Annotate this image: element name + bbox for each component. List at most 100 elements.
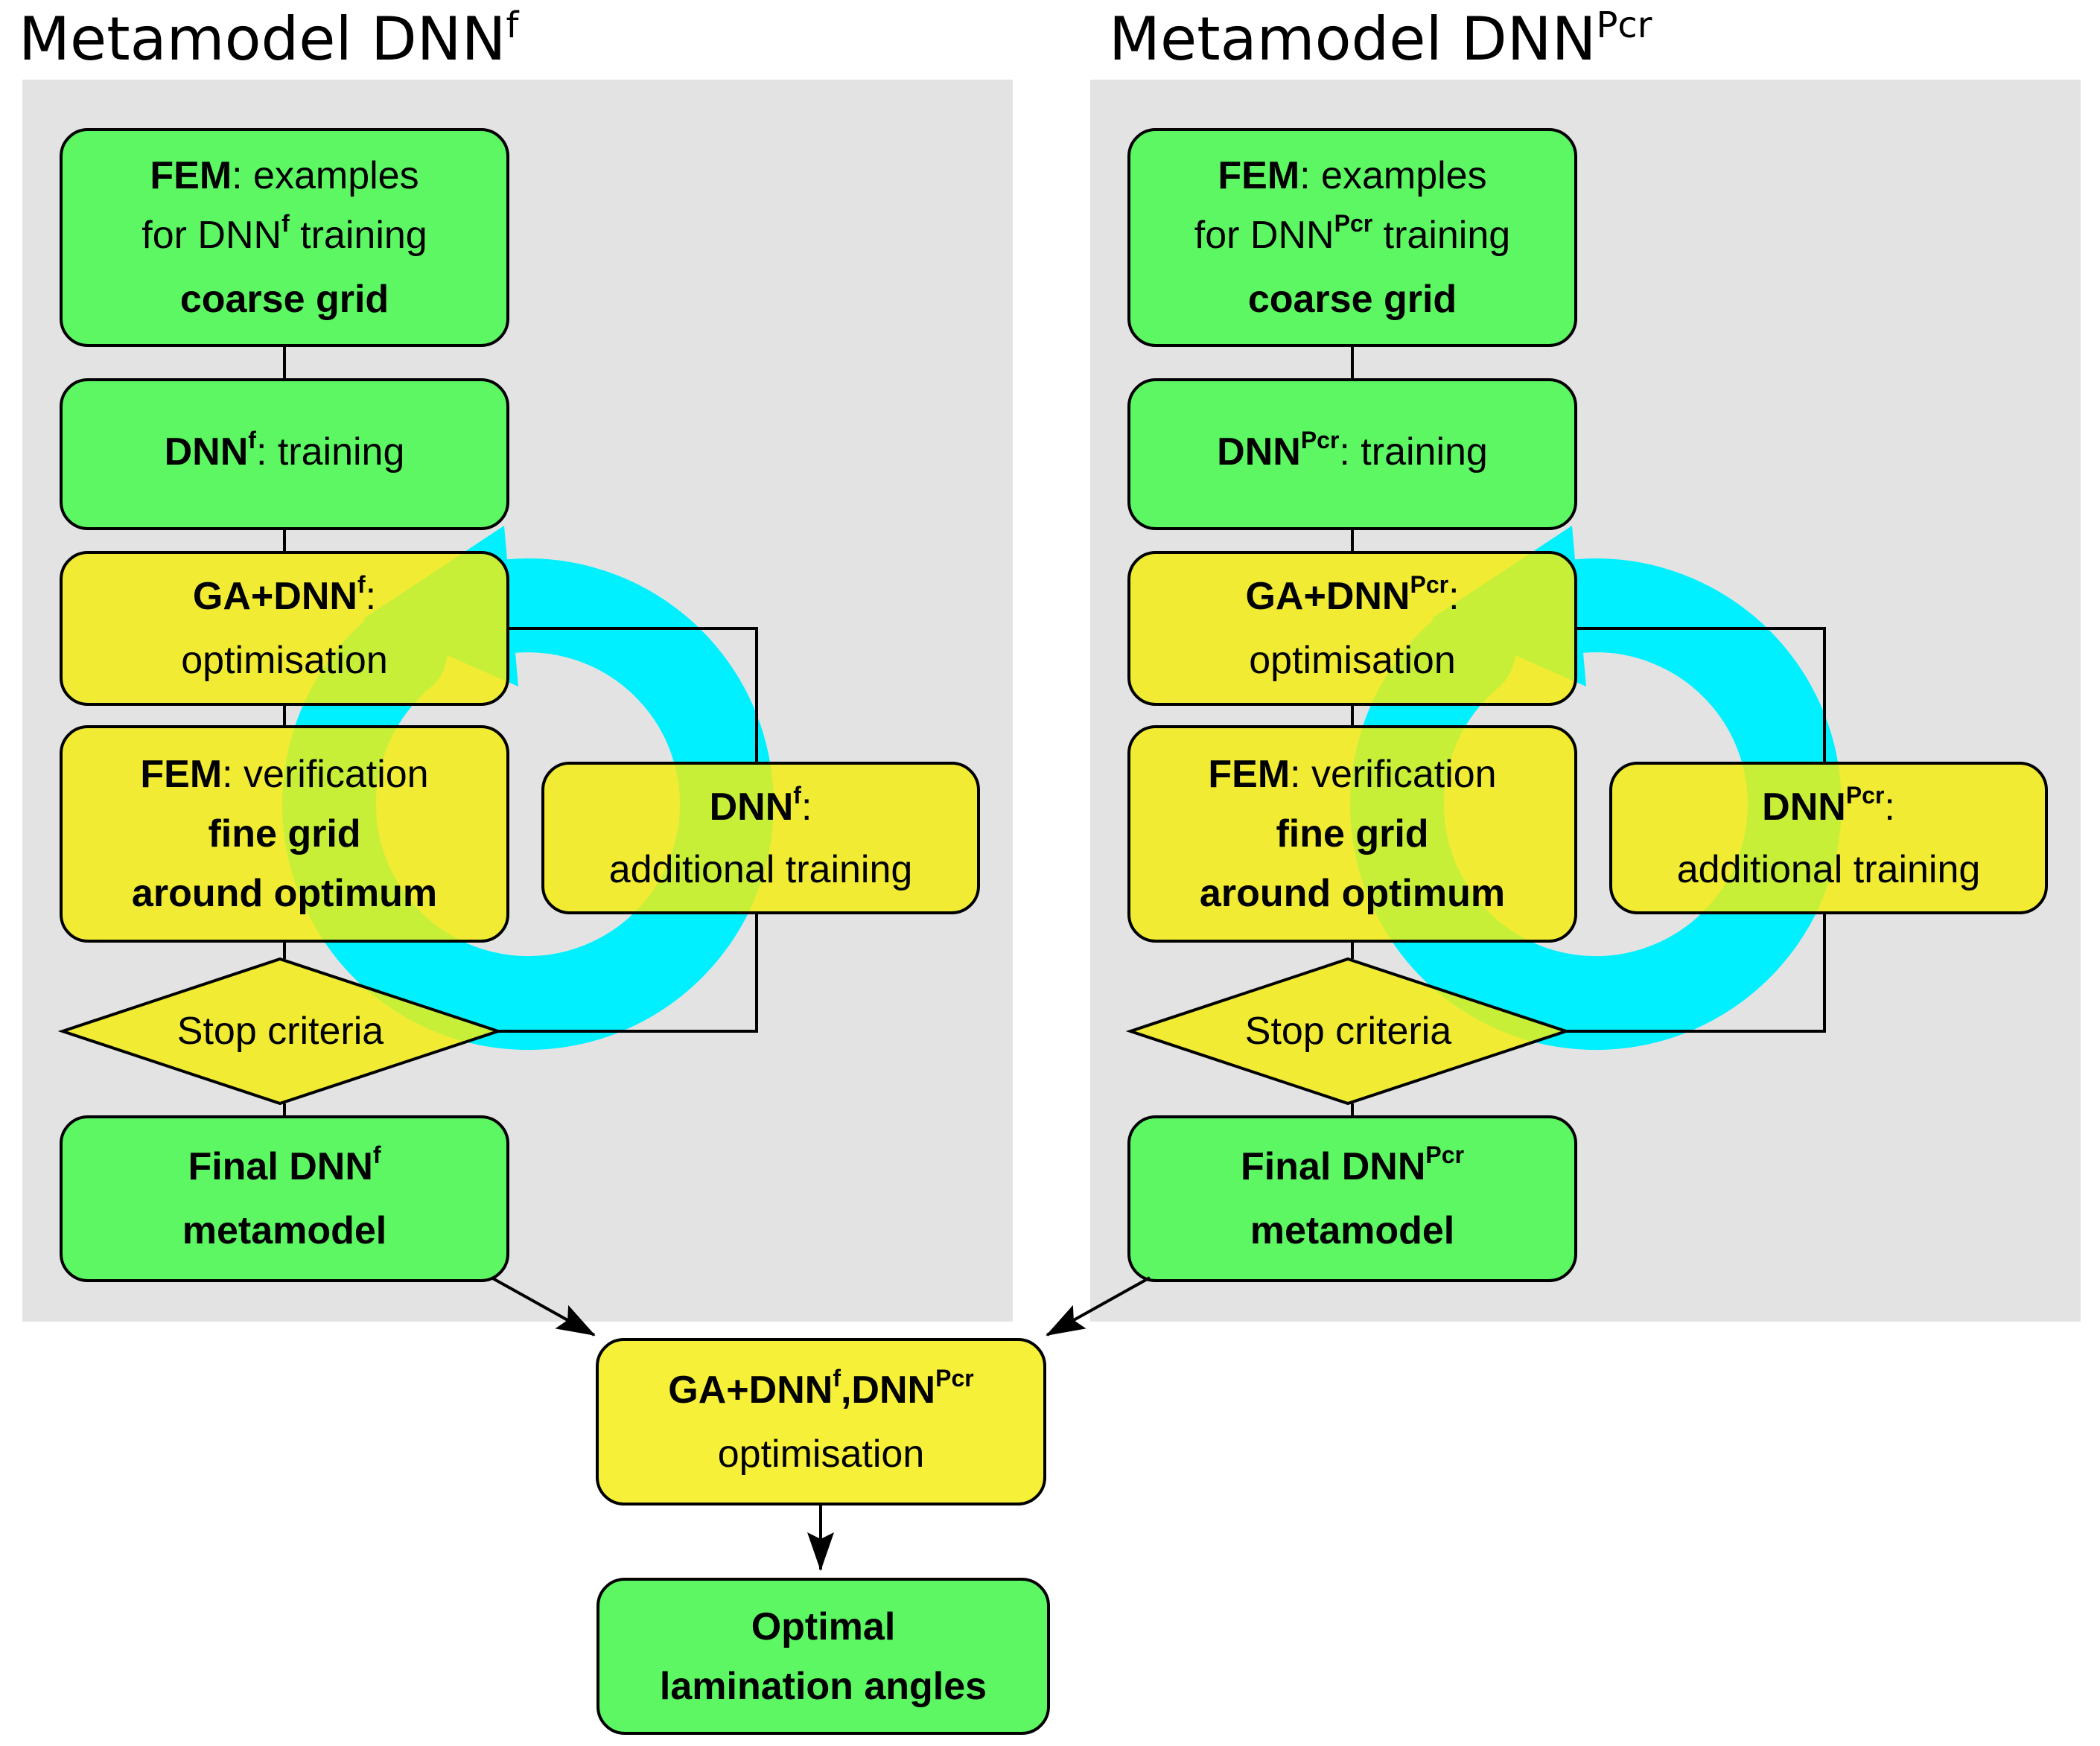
node-final-metamodel: Final DNNf metamodel — [60, 1115, 509, 1282]
text-segment: : — [801, 785, 812, 829]
node-line: Optimal — [751, 1597, 896, 1657]
text-segment: optimisation — [181, 639, 388, 682]
text-segment: Metamodel DNN — [19, 4, 506, 74]
arrow-right-final-to-opt — [1046, 1276, 1151, 1336]
text-segment: ,DNN — [840, 1368, 936, 1412]
superscript-text: Pcr — [935, 1364, 974, 1392]
text-segment: : training — [255, 430, 405, 474]
node-line: fine grid — [1276, 804, 1428, 864]
node-additional-training: DNNPcr: additional training — [1609, 762, 2048, 914]
node-fem-verification: FEM: verification fine grid around optim… — [1127, 725, 1577, 943]
node-line: FEM: examples — [150, 146, 419, 205]
node-line: optimisation — [181, 631, 387, 690]
node-line: Stop criteria — [177, 1009, 384, 1054]
node-line: optimisation — [718, 1424, 924, 1484]
text-segment: lamination angles — [659, 1664, 987, 1708]
node-line: DNNf: training — [165, 422, 405, 486]
text-segment: fine grid — [1276, 812, 1429, 856]
stop-criteria-diamond — [57, 957, 503, 1106]
panel-title-dnn-pcr: Metamodel DNNPcr — [1109, 4, 1652, 79]
superscript-text: Pcr — [1410, 571, 1449, 598]
node-line: Stop criteria — [1245, 1009, 1451, 1054]
node-stop-criteria: Stop criteria — [63, 959, 498, 1103]
connector-lines — [57, 347, 758, 1115]
text-segment: FEM — [1208, 753, 1291, 796]
node-stop-criteria: Stop criteria — [1130, 959, 1566, 1103]
node-line: additional training — [609, 841, 913, 899]
superscript-text: Pcr — [1845, 781, 1885, 809]
node-optimal-lamination-angles: Optimal lamination angles — [596, 1578, 1050, 1735]
text-segment: GA+DNN — [1245, 575, 1410, 618]
text-segment: fine grid — [208, 812, 361, 856]
text-segment: : examples — [1299, 154, 1487, 197]
panel-metamodel-dnn-pcr: FEM: examples for DNNPcr training coarse… — [1090, 80, 2081, 1322]
superscript-text: f — [506, 4, 519, 46]
node-line: GA+DNNPcr: — [1245, 567, 1459, 631]
text-segment: Stop criteria — [1244, 1010, 1452, 1053]
text-segment: DNN — [709, 785, 794, 829]
node-ga-optimisation: GA+DNNf: optimisation — [60, 551, 509, 706]
node-additional-training: DNNf: additional training — [541, 762, 980, 914]
text-segment: DNN — [164, 430, 249, 474]
text-segment: training — [289, 214, 427, 257]
superscript-text: Pcr — [1596, 4, 1652, 46]
node-line: metamodel — [182, 1201, 387, 1261]
node-line: FEM: verification — [1208, 745, 1496, 804]
node-line: coarse grid — [180, 270, 389, 329]
text-segment: FEM — [1218, 154, 1300, 197]
superscript-text: f — [833, 1364, 841, 1392]
text-segment: around optimum — [1199, 872, 1506, 915]
node-line: optimisation — [1249, 631, 1455, 690]
node-line: around optimum — [132, 864, 437, 923]
node-fem-examples: FEM: examples for DNNPcr training coarse… — [1127, 128, 1577, 347]
text-segment: for DNN — [1194, 214, 1334, 257]
text-segment: metamodel — [182, 1209, 387, 1252]
node-line: additional training — [1677, 841, 1981, 899]
text-segment: training — [1372, 214, 1511, 257]
text-segment: : — [365, 575, 377, 618]
node-dnn-training: DNNPcr: training — [1127, 378, 1577, 530]
text-segment: around optimum — [131, 872, 438, 915]
text-segment: Final DNN — [188, 1145, 373, 1188]
superscript-text: f — [793, 781, 801, 809]
text-segment: : verification — [1290, 753, 1497, 796]
text-segment: Metamodel DNN — [1109, 4, 1597, 74]
node-line: around optimum — [1200, 864, 1505, 923]
text-segment: FEM — [140, 753, 223, 796]
text-segment: Optimal — [751, 1605, 896, 1648]
text-segment: GA+DNN — [192, 575, 357, 618]
node-dnn-training: DNNf: training — [60, 378, 509, 530]
node-ga-optimisation: GA+DNNPcr: optimisation — [1127, 551, 1577, 706]
text-segment: : training — [1339, 430, 1488, 474]
text-segment: : — [1884, 785, 1895, 829]
node-line: DNNf: — [710, 778, 812, 841]
node-line: Final DNNPcr — [1241, 1137, 1464, 1201]
node-line: for DNNf training — [141, 205, 427, 270]
node-combined-optimisation: GA+DNNf,DNNPcr optimisation — [596, 1338, 1046, 1506]
node-line: FEM: examples — [1218, 146, 1486, 205]
panel-metamodel-dnn-f: FEM: examples for DNNf training coarse g… — [22, 80, 1013, 1322]
node-line: for DNNPcr training — [1194, 205, 1510, 270]
text-segment: optimisation — [1249, 639, 1456, 682]
text-segment: : verification — [222, 753, 429, 796]
arrow-left-final-to-opt — [491, 1276, 596, 1336]
panel-title-dnn-f: Metamodel DNNf — [19, 4, 518, 79]
text-segment: additional training — [608, 847, 913, 891]
superscript-text: Pcr — [1425, 1141, 1465, 1168]
node-final-metamodel: Final DNNPcr metamodel — [1127, 1115, 1577, 1282]
superscript-text: Pcr — [1300, 427, 1340, 453]
text-segment: metamodel — [1250, 1209, 1455, 1252]
superscript-text: Pcr — [1334, 210, 1373, 237]
text-segment: : examples — [232, 154, 419, 197]
connector-lines — [1125, 347, 1826, 1115]
node-fem-verification: FEM: verification fine grid around optim… — [60, 725, 509, 943]
superscript-text: f — [357, 571, 366, 598]
node-line: metamodel — [1250, 1201, 1455, 1261]
superscript-text: f — [372, 1141, 381, 1168]
text-segment: : — [1448, 575, 1460, 618]
node-line: FEM: verification — [140, 745, 428, 804]
node-line: DNNPcr: training — [1217, 422, 1488, 486]
text-segment: additional training — [1676, 847, 1981, 891]
